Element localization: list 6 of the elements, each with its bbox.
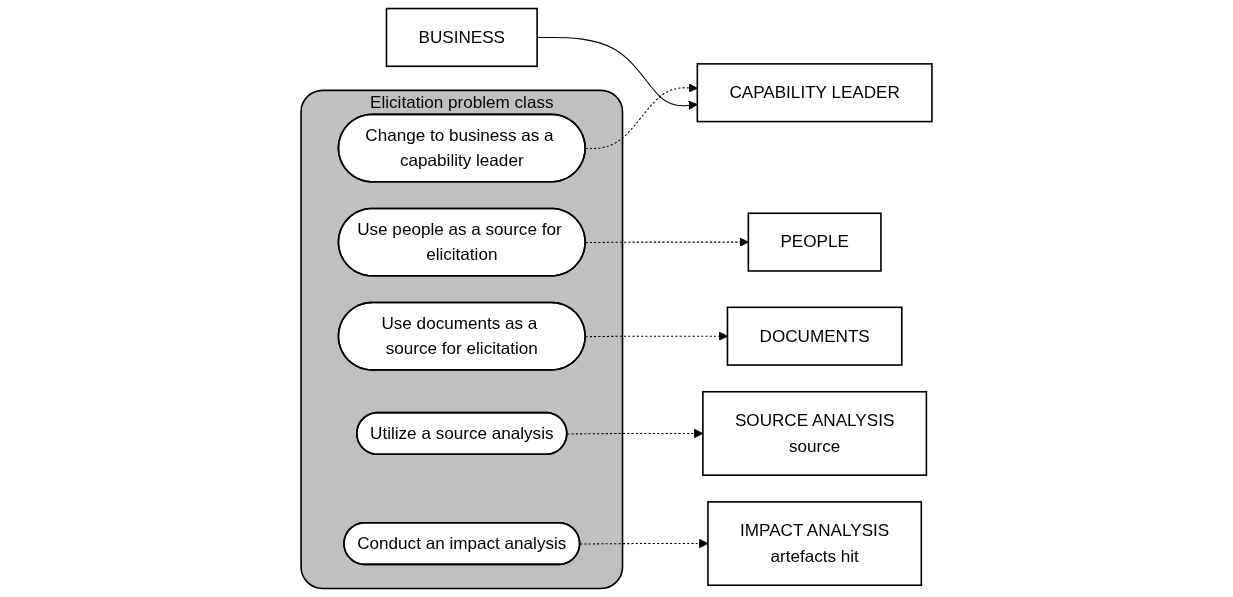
- node-box: DOCUMENTS: [726, 306, 903, 366]
- node-box: SOURCE ANALYSIS source: [702, 390, 928, 476]
- node-box: PEOPLE: [747, 212, 882, 272]
- node-box: CAPABILITY LEADER: [696, 63, 933, 123]
- node-box: IMPACT ANALYSIS artefacts hit: [707, 501, 923, 587]
- node-box: BUSINESS: [385, 7, 538, 68]
